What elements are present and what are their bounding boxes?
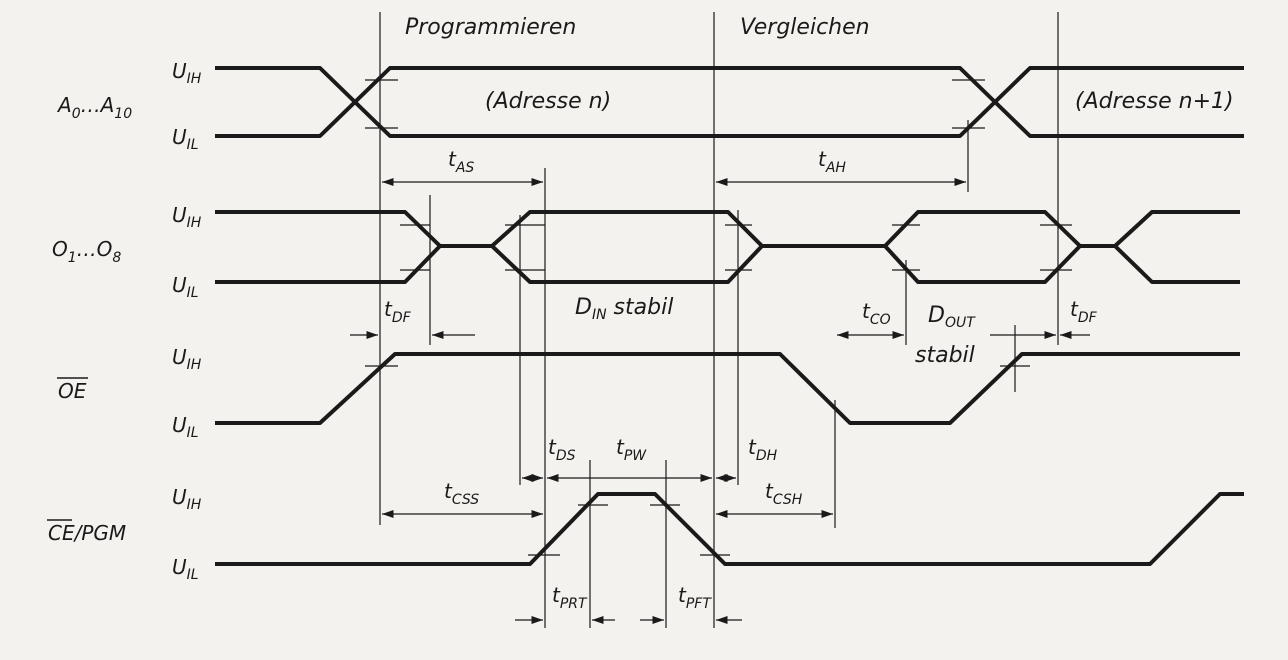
timing-label-t-df-second: tDF <box>1070 297 1098 326</box>
timing-label-t-dh: tDH <box>748 435 778 464</box>
data-trace-upper <box>215 210 1240 248</box>
data-trace-lower <box>215 244 1240 284</box>
timing-label-t-co: tCO <box>862 299 891 328</box>
signal-name-data: O1…O8 <box>52 237 121 266</box>
address-label-n-plus-1: (Adresse n+1) <box>1075 89 1234 114</box>
signal-name-ce-pgm: CE/PGM <box>48 521 126 545</box>
level-label-high: UIH <box>172 203 202 231</box>
signal-name-address: A0…A10 <box>56 93 132 122</box>
level-label-low: UIL <box>172 125 199 153</box>
timing-labels: tAS tAH tDF tCO tDF tDS tPW tDH tCSS tCS… <box>384 147 1098 612</box>
address-label-n: (Adresse n) <box>485 89 611 114</box>
tick-marks <box>365 79 1072 556</box>
level-label-high: UIH <box>172 59 202 87</box>
address-trace-upper <box>215 66 1244 138</box>
data-out-label: DOUT <box>928 303 976 331</box>
level-label-low: UIL <box>172 413 199 441</box>
level-label-low: UIL <box>172 273 199 301</box>
phase-label-verify: Vergleichen <box>740 15 870 40</box>
timing-label-t-prt: tPRT <box>552 583 588 612</box>
ce-trace <box>215 492 1244 566</box>
signal-name-oe: OE <box>58 379 87 403</box>
timing-label-t-pft: tPFT <box>678 583 712 612</box>
timing-arrows <box>350 177 1090 625</box>
data-out-stable-label: stabil <box>915 343 975 368</box>
oe-trace <box>215 352 1240 425</box>
data-in-stable-label: DIN stabil <box>575 295 673 323</box>
address-trace-lower <box>215 66 1244 138</box>
signal-traces <box>215 66 1244 566</box>
level-label-high: UIH <box>172 485 202 513</box>
timing-label-t-csh: tCSH <box>765 479 803 508</box>
phase-label-program: Programmieren <box>405 15 576 40</box>
level-label-high: UIH <box>172 345 202 373</box>
timing-label-t-as: tAS <box>448 147 474 176</box>
level-labels: UIH UIL UIH UIL UIH UIL UIH UIL <box>172 59 202 583</box>
timing-label-t-df: tDF <box>384 297 412 326</box>
timing-label-t-ah: tAH <box>818 147 846 176</box>
timing-label-t-ds: tDS <box>548 435 576 464</box>
timing-label-t-pw: tPW <box>616 435 647 464</box>
level-label-low: UIL <box>172 555 199 583</box>
timing-label-t-css: tCSS <box>444 479 479 508</box>
